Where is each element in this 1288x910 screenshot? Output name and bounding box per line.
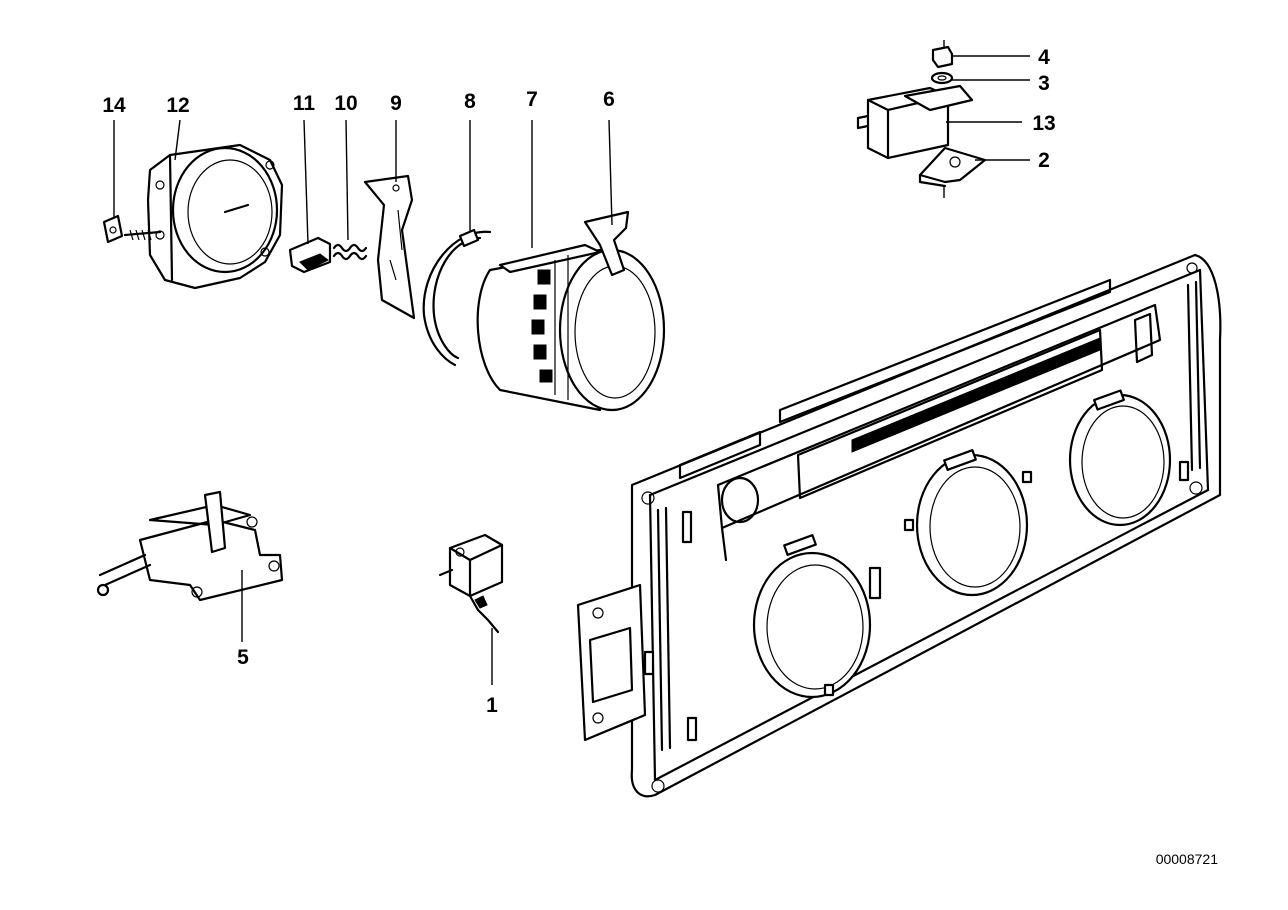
callout-12: 12 <box>166 94 189 117</box>
part-14-clip <box>102 120 124 244</box>
callout-7: 7 <box>526 88 538 111</box>
callout-labels: 1 2 3 4 5 6 7 8 9 10 11 12 13 14 <box>102 46 1055 717</box>
callout-2: 2 <box>1038 149 1050 172</box>
part-2-bracket <box>918 40 1030 198</box>
document-number: 00008721 <box>1156 851 1219 867</box>
part-5-slide-switch <box>96 490 284 642</box>
callout-5: 5 <box>237 646 249 669</box>
part-13-relay <box>856 84 1022 160</box>
callout-6: 6 <box>603 88 615 111</box>
callout-10: 10 <box>334 92 357 115</box>
part-11-plunger <box>288 119 332 274</box>
part-4-nut <box>931 45 1030 69</box>
part-3-washer <box>930 71 1030 85</box>
callout-4: 4 <box>1038 46 1050 69</box>
part-12-housing <box>123 119 284 290</box>
control-panel-housing <box>576 253 1222 798</box>
callout-8: 8 <box>464 90 476 113</box>
callout-9: 9 <box>390 92 402 115</box>
part-6-clip <box>583 119 630 277</box>
part-8-ring-clip <box>422 120 492 367</box>
callout-3: 3 <box>1038 72 1050 95</box>
part-9-bracket <box>363 120 416 320</box>
callout-1: 1 <box>486 694 498 717</box>
part-1-microswitch <box>438 533 504 685</box>
callout-14: 14 <box>102 94 126 117</box>
part-7-drum <box>476 120 666 412</box>
callout-11: 11 <box>293 92 316 115</box>
part-10-spring <box>332 119 368 261</box>
callout-13: 13 <box>1032 112 1055 135</box>
